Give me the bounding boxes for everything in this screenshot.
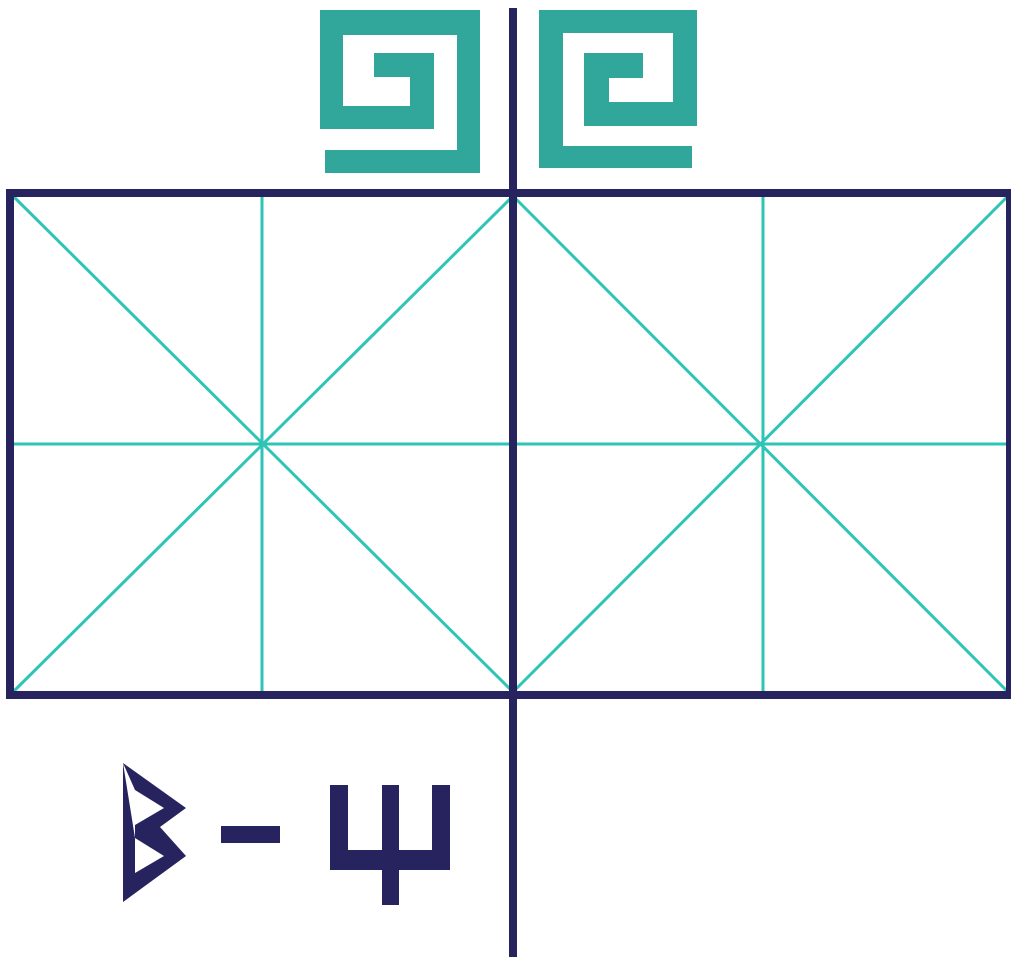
greek-key-left-icon [320,10,480,173]
dash-bar-icon [221,826,280,843]
ornament-group [320,10,697,173]
greek-key-right-icon [539,10,697,168]
glyph-group [123,763,450,905]
rune-berkanan-icon [123,763,186,902]
trident-glyph-icon [330,785,450,905]
